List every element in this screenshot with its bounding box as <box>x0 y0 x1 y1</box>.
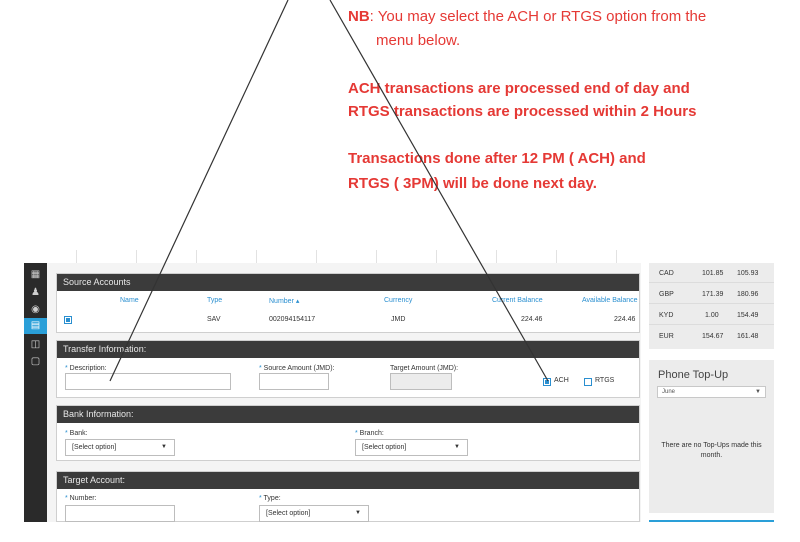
column-number[interactable]: Number ▴ <box>269 298 300 305</box>
chat-icon[interactable]: ▢ <box>30 356 41 367</box>
note-intro-continued: menu below. <box>376 32 461 49</box>
column-available-balance[interactable]: Available Balance <box>582 297 638 304</box>
bank-information-title: Bank Information: <box>57 406 639 423</box>
account-currency: JMD <box>391 316 406 323</box>
topup-empty-message: There are no Top-Ups made this month. <box>661 442 762 459</box>
phone-topup-title: Phone Top-Up <box>658 369 729 381</box>
target-type-select[interactable]: [Select option]▼ <box>259 505 369 522</box>
chevron-down-icon: ▼ <box>355 510 361 516</box>
accent-divider <box>649 520 774 522</box>
transfer-information-panel: Transfer Information: * Description: * S… <box>56 340 640 398</box>
account-current-balance: 224.46 <box>521 316 543 323</box>
account-select-checkbox[interactable] <box>64 316 72 324</box>
target-amount-label: Target Amount (JMD): <box>390 365 459 372</box>
phone-topup-panel: Phone Top-Up June▼ There are no Top-Ups … <box>649 360 774 513</box>
target-number-label: * Number: <box>65 495 97 502</box>
branch-label: * Branch: <box>355 430 384 437</box>
source-amount-input[interactable] <box>259 373 329 390</box>
target-account-panel: Target Account: * Number: * Type: [Selec… <box>56 471 640 522</box>
left-navigation: ▦ ♟ ◉ ▤ ◫ ▢ <box>24 263 47 522</box>
account-number: 002094154117 <box>269 316 316 323</box>
description-input[interactable] <box>65 373 231 390</box>
source-accounts-panel: Source Accounts Name Type Number ▴ Curre… <box>56 273 640 333</box>
target-type-label: * Type: <box>259 495 281 502</box>
topup-month-select[interactable]: June▼ <box>657 386 766 398</box>
target-amount-input <box>390 373 452 390</box>
ach-option-checkbox[interactable] <box>543 378 551 386</box>
source-accounts-title: Source Accounts <box>57 274 639 291</box>
bank-label: * Bank: <box>65 430 88 437</box>
note-nb-text: : You may select the ACH or RTGS option … <box>369 8 707 25</box>
column-currency[interactable]: Currency <box>384 297 413 304</box>
column-type[interactable]: Type <box>207 297 223 304</box>
source-amount-label: * Source Amount (JMD): <box>259 365 335 372</box>
users-icon[interactable]: ♟ <box>31 287 40 298</box>
rtgs-option-checkbox[interactable] <box>584 378 592 386</box>
note-nb-label: NB <box>348 8 370 25</box>
bank-icon[interactable]: ◫ <box>30 339 41 350</box>
description-label: * Description: <box>65 365 107 372</box>
account-type: SAV <box>207 316 221 323</box>
bank-information-panel: Bank Information: * Bank: [Select option… <box>56 405 640 461</box>
chevron-down-icon: ▼ <box>454 444 460 450</box>
money-icon[interactable]: ◉ <box>31 304 40 315</box>
column-name[interactable]: Name <box>120 297 139 304</box>
note-rtgs-line: RTGS transactions are processed within 2… <box>348 103 697 120</box>
account-available-balance: 224.46 <box>614 316 636 323</box>
branch-select[interactable]: [Select option]▼ <box>355 439 468 456</box>
bank-select[interactable]: [Select option]▼ <box>65 439 175 456</box>
column-current-balance[interactable]: Current Balance <box>492 297 543 304</box>
source-accounts-header: Name Type Number ▴ Currency Current Bala… <box>57 291 639 309</box>
note-cutoff-line-2: RTGS ( 3PM) will be done next day. <box>348 175 597 192</box>
note-cutoff-line-1: Transactions done after 12 PM ( ACH) and <box>348 150 646 167</box>
app-top-bar <box>24 250 641 264</box>
rtgs-option-label[interactable]: RTGS <box>595 377 615 384</box>
note-intro: NB: You may select the ACH or RTGS optio… <box>348 8 706 25</box>
chevron-down-icon: ▼ <box>755 389 761 395</box>
note-ach-line: ACH transactions are processed end of da… <box>348 80 690 97</box>
transfer-icon[interactable]: ▤ <box>24 318 47 334</box>
main-content: Source Accounts Name Type Number ▴ Curre… <box>47 263 641 522</box>
chevron-down-icon: ▼ <box>161 444 167 450</box>
transfer-information-title: Transfer Information: <box>57 341 639 358</box>
calculator-icon[interactable]: ▦ <box>30 269 41 280</box>
table-row[interactable]: SAV 002094154117 JMD 224.46 224.46 <box>57 309 639 331</box>
target-account-title: Target Account: <box>57 472 639 489</box>
ach-option-label[interactable]: ACH <box>554 377 569 384</box>
target-number-input[interactable] <box>65 505 175 522</box>
